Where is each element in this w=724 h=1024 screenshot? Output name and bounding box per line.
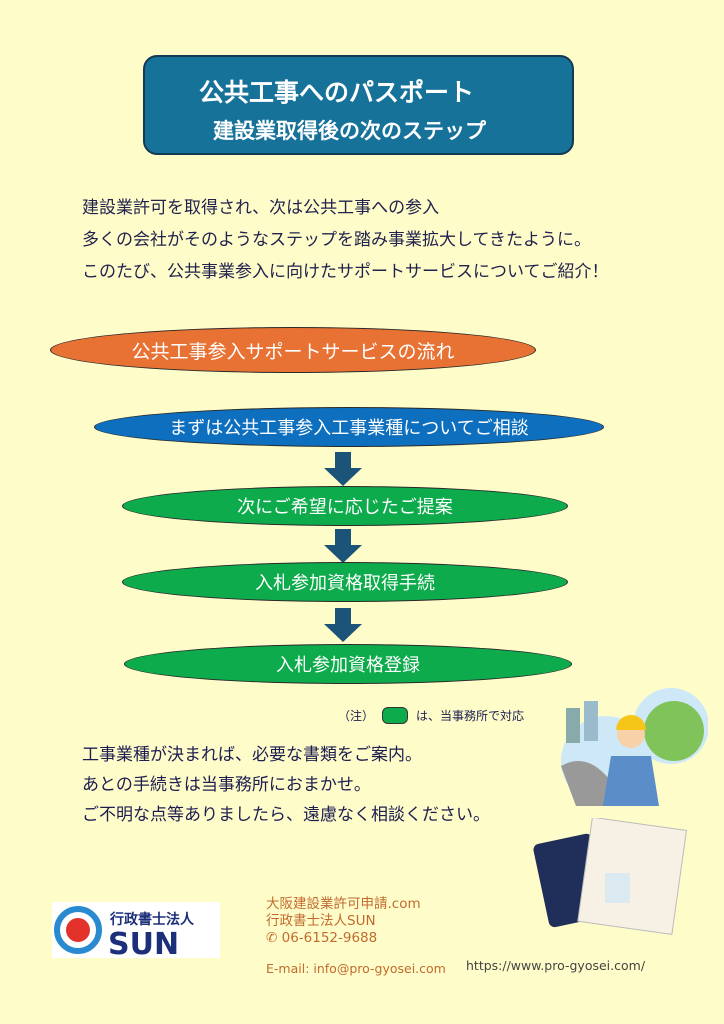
- outro-line: ご不明な点等ありましたら、遠慮なく相談ください。: [82, 805, 490, 825]
- svg-text:行政書士法人: 行政書士法人: [109, 911, 195, 928]
- construction-worker-illustration: [561, 688, 708, 806]
- email-link[interactable]: E-mail: info@pro-gyosei.com: [266, 961, 446, 976]
- intro-line: このたび、公共事業参入に向けたサポートサービスについてご紹介！: [82, 262, 609, 282]
- title-line1: 公共工事へのパスポート: [199, 78, 475, 107]
- sun-logo: 行政書士法人 SUN: [52, 902, 220, 962]
- flow-heading: 公共工事参入サポートサービスの流れ: [50, 327, 536, 373]
- flow-step-4: 入札参加資格登録: [124, 644, 572, 684]
- passport-illustration: [533, 818, 688, 935]
- legend-note: （注） は、当事務所で対応: [338, 707, 524, 724]
- outro-line: あとの手続きは当事務所におまかせ。: [82, 775, 371, 795]
- svg-text:SUN: SUN: [108, 927, 179, 958]
- intro-line: 多くの会社がそのようなステップを踏み事業拡大してきたように。: [82, 230, 591, 250]
- flow-step-2: 次にご希望に応じたご提案: [122, 486, 568, 526]
- title-line2: 建設業取得後の次のステップ: [213, 119, 486, 143]
- note-text: は、当事務所で対応: [416, 709, 525, 723]
- outro-line: 工事業種が決まれば、必要な書類をご案内。: [82, 745, 422, 765]
- note-prefix: （注）: [338, 709, 375, 723]
- green-swatch: [382, 707, 409, 724]
- flow-step-3: 入札参加資格取得手続: [122, 562, 568, 602]
- intro-text: 建設業許可を取得され、次は公共工事への参入 多くの会社がそのようなステップを踏み…: [82, 192, 609, 288]
- down-arrow-icon: [324, 452, 362, 486]
- firm-name: 行政書士法人SUN: [266, 913, 376, 929]
- site-name: 大阪建設業許可申請.com: [266, 896, 421, 912]
- contact-block: 大阪建設業許可申請.com 行政書士法人SUN ✆ 06-6152-9688: [266, 896, 421, 947]
- title-box: 公共工事へのパスポート 建設業取得後の次のステップ: [143, 55, 574, 155]
- intro-line: 建設業許可を取得され、次は公共工事への参入: [82, 198, 440, 218]
- flow-step-1: まずは公共工事参入工事業種についてご相談: [94, 407, 604, 447]
- down-arrow-icon: [324, 608, 362, 642]
- down-arrow-icon: [324, 529, 362, 563]
- closing-text: 工事業種が決まれば、必要な書類をご案内。 あとの手続きは当事務所におまかせ。 ご…: [82, 740, 490, 830]
- phone-number: ✆ 06-6152-9688: [266, 930, 378, 946]
- website-link[interactable]: https://www.pro-gyosei.com/: [466, 958, 646, 973]
